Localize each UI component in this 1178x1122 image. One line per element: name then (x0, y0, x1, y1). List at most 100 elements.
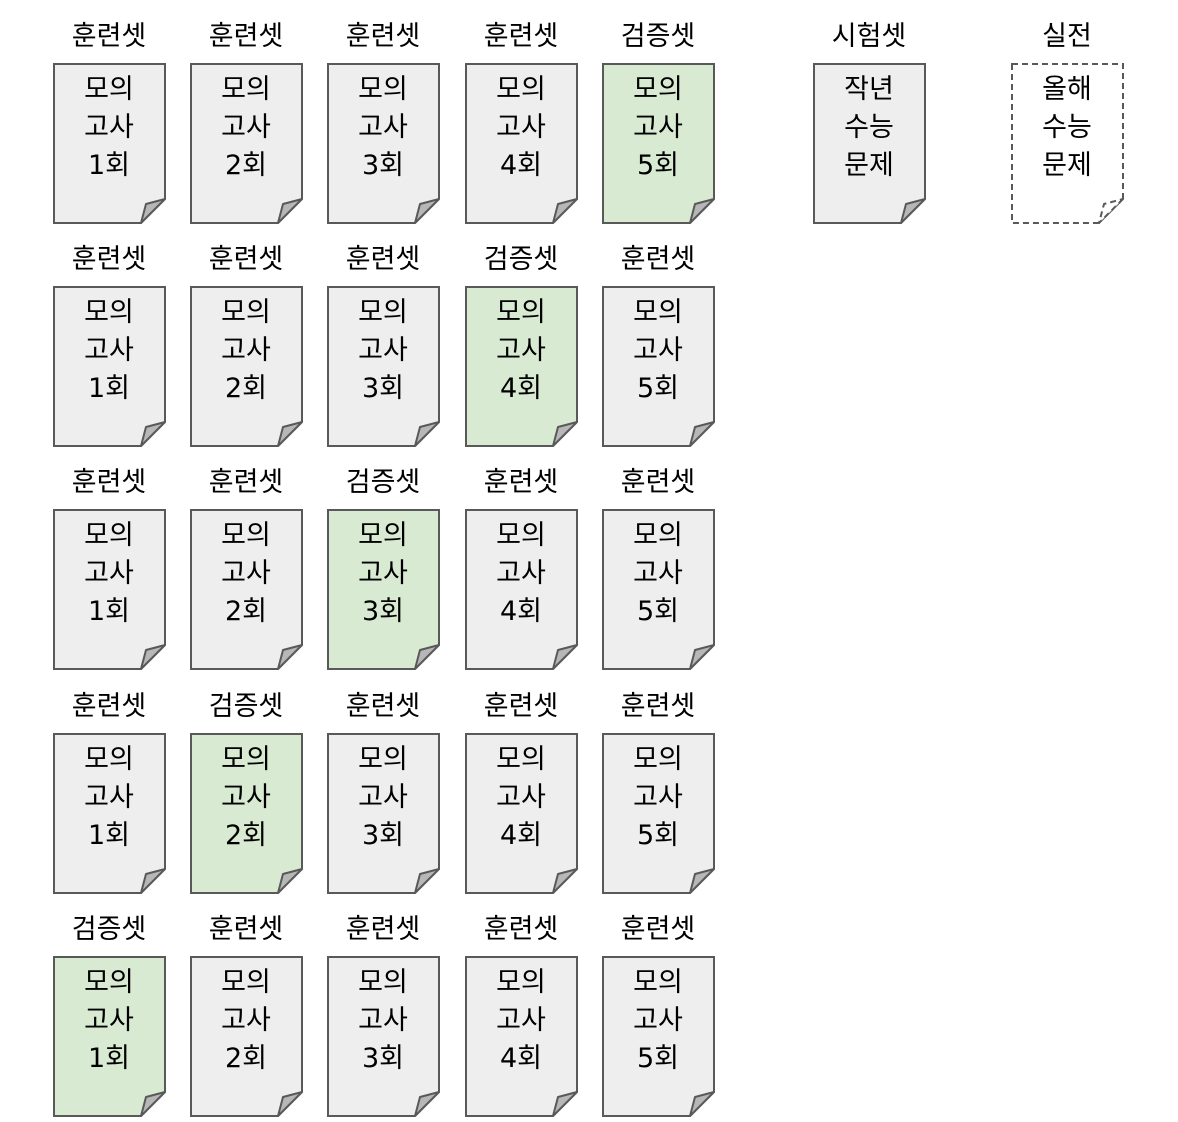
document-title-line: 고사 (496, 558, 546, 589)
document-title-line: 고사 (221, 335, 271, 366)
document-title-line: 2회 (224, 820, 268, 851)
document-title-line: 3회 (361, 820, 405, 851)
document-title-line: 2회 (224, 150, 268, 181)
document-title-line: 고사 (221, 558, 271, 589)
set-label: 훈련셋 (620, 914, 696, 945)
set-label: 검증셋 (345, 467, 421, 498)
page-fold (277, 868, 303, 894)
document-title-line: 5회 (636, 596, 680, 627)
document-title-line: 수능 (1042, 112, 1092, 143)
page-fold (414, 644, 440, 670)
document-title-line: 모의 (496, 744, 546, 775)
document-title-line: 모의 (84, 967, 134, 998)
document-title-line: 2회 (224, 596, 268, 627)
document-title-line: 모의 (633, 297, 683, 328)
set-label: 훈련셋 (208, 244, 284, 275)
document-title-line: 고사 (496, 782, 546, 813)
page-fold (277, 198, 303, 224)
document-title-line: 모의 (496, 297, 546, 328)
document-title-line: 모의 (358, 744, 408, 775)
set-label: 훈련셋 (345, 21, 421, 52)
document-title-line: 고사 (633, 1005, 683, 1036)
page-fold (1098, 198, 1124, 224)
document-title-line: 작년 (844, 74, 894, 105)
document-title-line: 모의 (221, 744, 271, 775)
document-title-line: 고사 (496, 1005, 546, 1036)
document-title-line: 5회 (636, 373, 680, 404)
set-label: 실전 (1042, 21, 1092, 52)
set-label: 훈련셋 (483, 467, 559, 498)
page-fold (689, 421, 715, 447)
document-title-line: 모의 (496, 967, 546, 998)
document-title-line: 모의 (221, 967, 271, 998)
page-fold (277, 1091, 303, 1117)
document-title-line: 2회 (224, 1043, 268, 1074)
document-title-line: 2회 (224, 373, 268, 404)
document-title-line: 1회 (87, 150, 131, 181)
document-title-line: 고사 (84, 558, 134, 589)
document-title-line: 모의 (358, 967, 408, 998)
page-fold (414, 421, 440, 447)
document-title-line: 4회 (499, 820, 543, 851)
document-title-line: 4회 (499, 1043, 543, 1074)
document-title-line: 고사 (358, 112, 408, 143)
page-fold (414, 868, 440, 894)
page-fold (414, 198, 440, 224)
document-title-line: 1회 (87, 1043, 131, 1074)
document-title-line: 고사 (496, 335, 546, 366)
document-title-line: 모의 (221, 74, 271, 105)
document-title-line: 3회 (361, 596, 405, 627)
document-title-line: 고사 (84, 112, 134, 143)
page-fold (552, 1091, 578, 1117)
document-title-line: 3회 (361, 150, 405, 181)
page-fold (277, 421, 303, 447)
document-title-line: 고사 (633, 112, 683, 143)
page-fold (689, 868, 715, 894)
set-label: 훈련셋 (483, 21, 559, 52)
page-fold (689, 1091, 715, 1117)
document-title-line: 1회 (87, 373, 131, 404)
page-fold (552, 868, 578, 894)
page-fold (140, 644, 166, 670)
page-fold (900, 198, 926, 224)
page-fold (414, 1091, 440, 1117)
document-title-line: 문제 (1042, 150, 1092, 181)
set-label: 시험셋 (831, 21, 907, 52)
document-title-line: 모의 (84, 744, 134, 775)
document-title-line: 모의 (633, 967, 683, 998)
document-title-line: 고사 (358, 1005, 408, 1036)
page-fold (689, 644, 715, 670)
document-title-line: 4회 (499, 150, 543, 181)
set-label: 훈련셋 (71, 21, 147, 52)
document-title-line: 고사 (358, 335, 408, 366)
set-label: 훈련셋 (345, 244, 421, 275)
set-label: 훈련셋 (208, 467, 284, 498)
